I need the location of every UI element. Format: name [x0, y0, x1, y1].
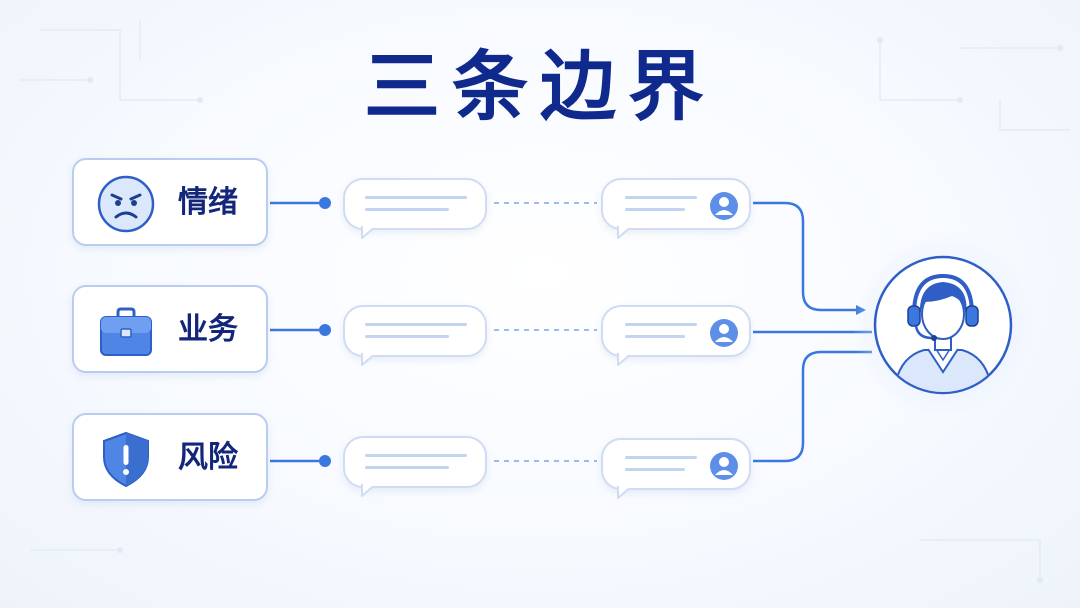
- message-bubble-left-row-2: [343, 305, 487, 357]
- bubble-tail-right-row-3: [617, 486, 633, 499]
- bubble-text-line: [625, 335, 685, 338]
- message-bubble-right-row-2: [601, 305, 751, 357]
- customer-service-agent-headset-icon: [873, 255, 1013, 395]
- bubble-text-line: [365, 196, 467, 199]
- connector-dot-row-1: [319, 197, 331, 209]
- warning-shield-icon: [103, 431, 149, 488]
- message-bubble-right-row-3: [601, 438, 751, 490]
- bubble-text-line: [365, 208, 449, 211]
- category-label-emotion: 情绪: [178, 185, 238, 220]
- connector-dot-row-3: [319, 455, 331, 467]
- user-avatar-icon: [710, 319, 738, 347]
- bubble-text-line: [365, 323, 467, 326]
- bubble-text-line: [365, 466, 449, 469]
- bubble-text-line: [625, 468, 685, 471]
- user-avatar-icon: [710, 192, 738, 220]
- category-box-emotion: 情绪: [72, 158, 268, 246]
- bubble-tail-left-row-1: [361, 226, 377, 239]
- connector-dot-row-2: [319, 324, 331, 336]
- bubble-text-line: [365, 454, 467, 457]
- category-label-risk: 风险: [178, 440, 238, 475]
- page-title: 三条边界: [364, 42, 716, 131]
- bubble-tail-right-row-2: [617, 353, 633, 366]
- bubble-text-line: [625, 456, 697, 459]
- connector-row-1-to-agent: [753, 201, 866, 315]
- bubble-text-line: [625, 196, 697, 199]
- bubble-tail-left-row-3: [361, 484, 377, 497]
- user-avatar-icon: [710, 452, 738, 480]
- message-bubble-left-row-3: [343, 436, 487, 488]
- bubble-tail-left-row-2: [361, 353, 377, 366]
- connector-row-3-to-agent: [753, 350, 872, 463]
- category-box-business: 业务: [72, 285, 268, 373]
- category-box-risk: 风险: [72, 413, 268, 501]
- message-bubble-left-row-1: [343, 178, 487, 230]
- briefcase-icon: [100, 307, 152, 356]
- bubble-text-line: [365, 335, 449, 338]
- category-label-business: 业务: [178, 312, 238, 347]
- message-bubble-right-row-1: [601, 178, 751, 230]
- angry-face-icon: [97, 175, 155, 233]
- bubble-tail-right-row-1: [617, 226, 633, 239]
- bubble-text-line: [625, 208, 685, 211]
- bubble-text-line: [625, 323, 697, 326]
